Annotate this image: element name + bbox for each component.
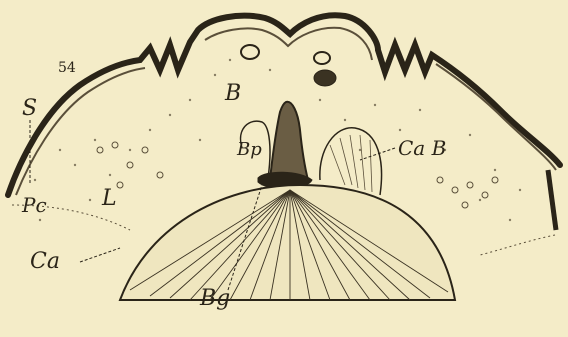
leader-ca [80,248,120,262]
dorsal-nodule-right-upper [314,52,330,64]
right-skin-fragment [548,170,556,230]
dorsal-nodule-right-lower [314,70,336,86]
label-ca: Ca [30,249,60,274]
label-bp: Bp [236,139,262,160]
central-canal [270,102,308,180]
label-ca-b: Ca B [398,136,446,160]
figure-number: 54 [58,60,76,76]
dorsal-nodule-left [241,45,259,59]
label-s: S [22,96,37,121]
lateral-fan-striations [330,135,372,192]
label-pc: Pc [21,193,47,217]
label-b: B [224,81,241,106]
label-l: L [101,186,117,211]
label-bg: Bg [199,286,230,311]
